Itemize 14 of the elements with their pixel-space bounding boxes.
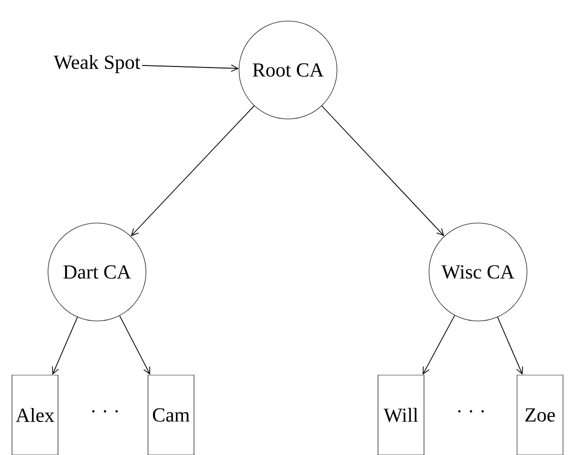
arrow — [142, 64, 239, 72]
callout-text: Weak Spot — [54, 54, 140, 74]
arrow — [119, 315, 150, 375]
ellipsis-label: · · · — [458, 410, 484, 412]
arrow — [422, 314, 456, 375]
arrow — [497, 316, 523, 375]
arrow — [321, 106, 444, 236]
arrow — [130, 105, 255, 236]
user-box: Will — [378, 374, 424, 455]
arrow — [52, 316, 78, 375]
ellipsis-label: · · · — [92, 410, 118, 412]
user-box: Alex — [12, 374, 58, 455]
user-box: Cam — [148, 374, 194, 455]
user-box: Zoe — [516, 374, 564, 455]
